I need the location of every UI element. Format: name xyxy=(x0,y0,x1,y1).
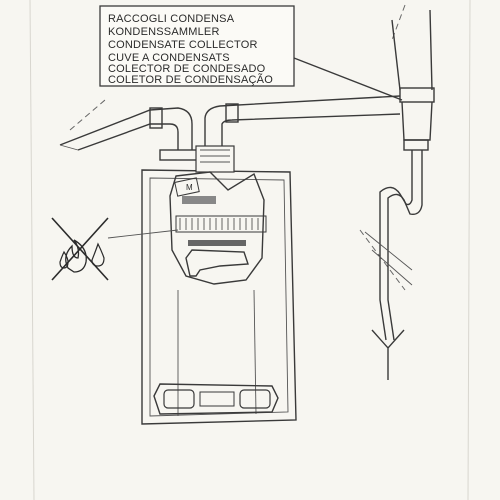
paper-edge-left xyxy=(29,0,35,500)
label-leader-line xyxy=(293,57,403,101)
label-line-it: RACCOGLI CONDENSA xyxy=(108,13,235,25)
condensate-collector xyxy=(391,9,435,160)
display-window xyxy=(199,391,235,407)
condensate-drain-pipe xyxy=(364,160,423,380)
condensate-collector-label-box xyxy=(99,5,295,87)
boiler-body xyxy=(141,145,297,425)
label-line-pt: COLETOR DE CONDENSAÇÃO xyxy=(108,73,273,86)
boiler-control-panel xyxy=(153,383,279,415)
water-drops-icon xyxy=(59,242,105,269)
prohibition-cross-b xyxy=(51,217,109,281)
label-line-es: COLECTOR DE CONDESADO xyxy=(108,63,266,75)
wall-dash-right xyxy=(359,229,406,291)
control-knob-left xyxy=(163,389,195,409)
label-line-fr: CUVE A CONDENSATS xyxy=(108,52,230,64)
boiler-internal-cutaway: M xyxy=(169,171,267,285)
left-flue-pipe xyxy=(59,107,199,161)
condensate-collector-label: RACCOGLI CONDENSA KONDENSSAMMLER CONDENS… xyxy=(108,13,273,86)
component-hatch-top xyxy=(182,196,216,204)
label-line-de: KONDENSSAMMLER xyxy=(108,26,220,38)
burner-strip xyxy=(188,240,246,246)
control-knob-right xyxy=(239,389,271,409)
label-line-en: CONDENSATE COLLECTOR xyxy=(108,39,258,51)
wall-dash-left xyxy=(69,99,106,131)
heat-exchanger xyxy=(175,215,267,233)
paper-edge-right xyxy=(467,0,471,500)
symbol-leader-line xyxy=(107,229,179,239)
internal-small-label: M xyxy=(186,183,193,192)
no-open-flame-icon xyxy=(51,217,109,281)
condensate-tray xyxy=(185,249,249,277)
